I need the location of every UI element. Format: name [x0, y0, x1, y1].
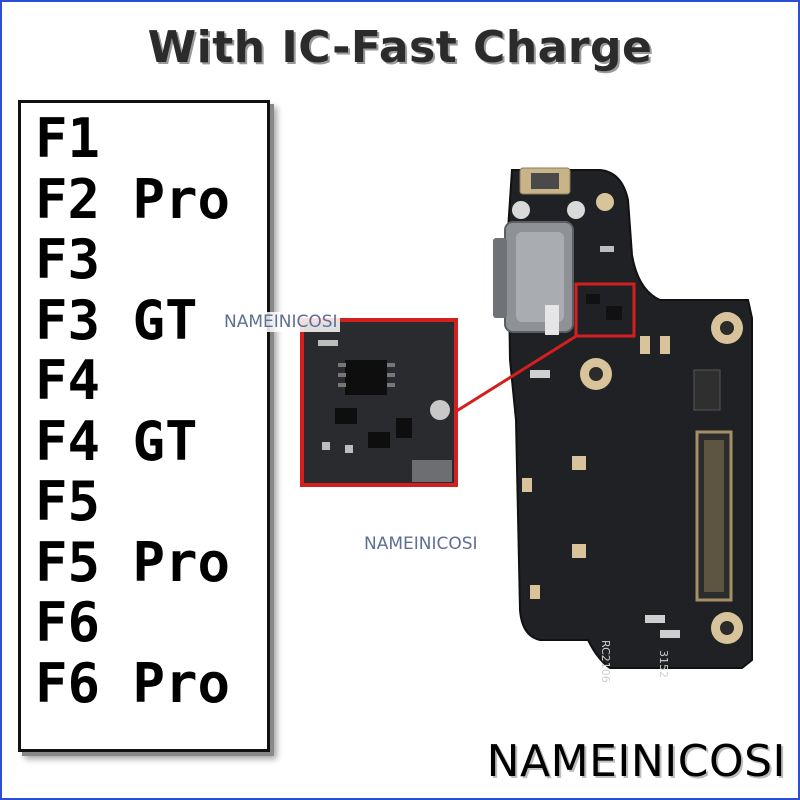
model-list-panel: F1 F2 Pro F3 F3 GT F4 F4 GT F5 F5 Pro F6…	[18, 100, 270, 752]
model-item: F1	[35, 107, 101, 170]
model-list: F1 F2 Pro F3 F3 GT F4 F4 GT F5 F5 Pro F6…	[35, 109, 230, 714]
model-item: F4	[35, 349, 101, 412]
model-item: F5 Pro	[35, 530, 231, 594]
model-item: F2 Pro	[35, 167, 231, 231]
model-item: F6	[35, 591, 101, 654]
frame-top	[0, 0, 800, 2]
board-part-label-a: RC2106	[599, 640, 612, 683]
model-item: F3	[35, 228, 101, 291]
model-item: F4 GT	[35, 409, 198, 473]
frame-bottom	[0, 798, 800, 800]
model-item: F5	[35, 470, 101, 533]
model-item: F6 Pro	[35, 651, 231, 715]
watermark-middle: NAMEINICOSI	[362, 534, 480, 554]
page-title: With IC-Fast Charge	[147, 22, 653, 73]
frame-left	[0, 0, 2, 800]
watermark-top: NAMEINICOSI	[222, 312, 340, 332]
frame-right	[798, 0, 800, 800]
brand-logo-text: NAMEINICOSI	[486, 736, 786, 787]
model-item: F3 GT	[35, 288, 198, 352]
board-part-label-b: 3152	[657, 650, 670, 678]
